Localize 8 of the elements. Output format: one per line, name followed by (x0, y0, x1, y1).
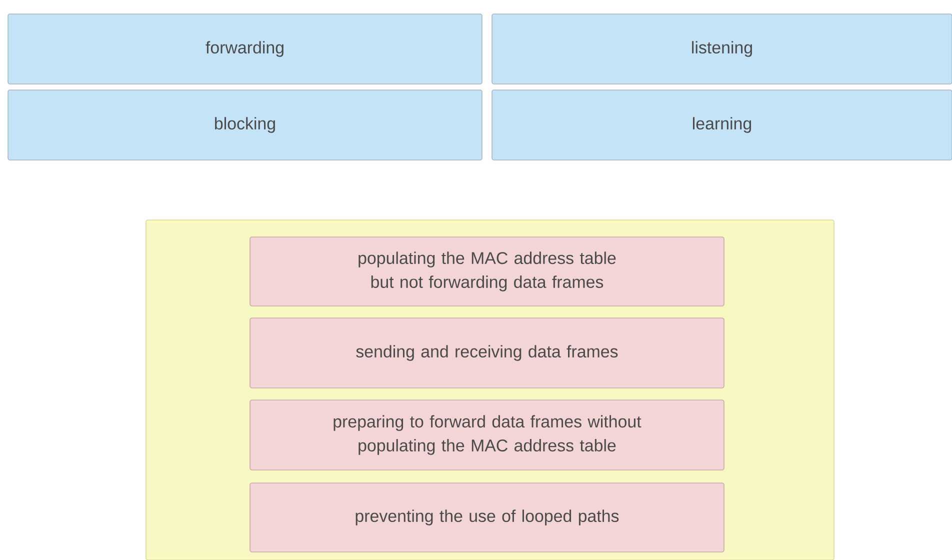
state-description-box: preparing to forward data frames without populating the MAC address table (250, 400, 724, 470)
state-box: blocking (8, 90, 482, 160)
state-description-box: preventing the use of looped paths (250, 482, 724, 552)
state-description-box: populating the MAC address table but not forwarding data frames (250, 236, 724, 306)
state-box: listening (492, 14, 952, 84)
state-description-box: sending and receiving data frames (250, 318, 724, 388)
state-box: learning (492, 90, 952, 160)
state-box: forwarding (8, 14, 482, 84)
